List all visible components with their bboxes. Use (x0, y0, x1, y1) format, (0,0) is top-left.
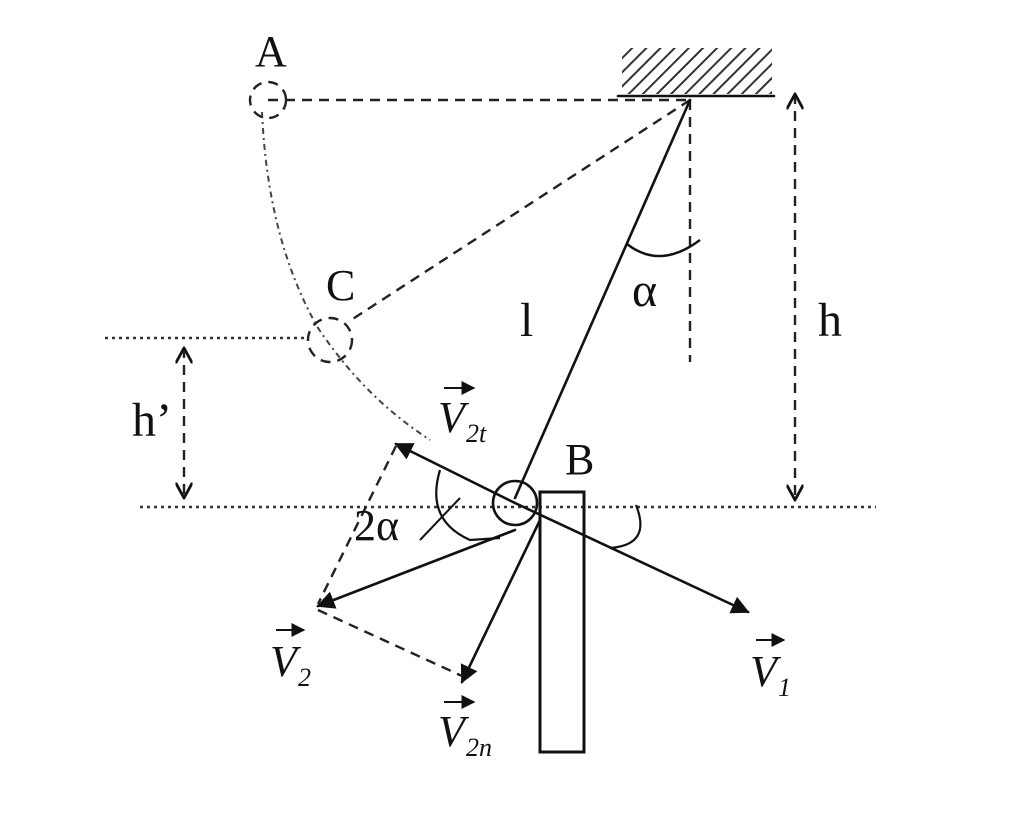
label-l: l (520, 294, 533, 347)
reflection-angle-arc (609, 504, 642, 550)
two-alpha-pointer (419, 497, 461, 541)
svg-text:V: V (750, 647, 782, 696)
post (538, 490, 586, 754)
label-alpha: α (632, 264, 657, 317)
ball-a (248, 80, 288, 120)
label-h: h (818, 294, 842, 347)
svg-text:1: 1 (778, 673, 791, 702)
v2t-vector (394, 442, 517, 505)
v2n-vector (460, 518, 542, 684)
parallelogram-edge-1 (316, 445, 398, 605)
label-b: B (565, 435, 594, 484)
ball-b (491, 479, 539, 527)
ball-c (306, 316, 354, 364)
svg-text:V: V (438, 707, 470, 756)
v2-vector (316, 528, 517, 609)
svg-text:2: 2 (298, 663, 311, 692)
v1-vector (513, 501, 750, 614)
label-two-alpha: 2α (354, 501, 399, 550)
ceiling-support (616, 48, 776, 98)
svg-text:V: V (438, 393, 470, 442)
svg-text:2n: 2n (466, 733, 492, 762)
alpha-angle-arc (626, 239, 701, 258)
label-c: C (326, 261, 355, 310)
svg-text:2t: 2t (466, 419, 487, 448)
label-v2: V 2 (270, 623, 311, 692)
label-v2t: V 2t (438, 381, 487, 448)
svg-text:V: V (270, 637, 302, 686)
label-v1: V 1 (750, 633, 791, 702)
label-a: A (255, 27, 287, 76)
parallelogram-edge-2 (317, 608, 463, 678)
pendulum-string (513, 98, 692, 500)
label-h-prime: h’ (132, 394, 172, 447)
label-v2n: V 2n (438, 695, 492, 762)
